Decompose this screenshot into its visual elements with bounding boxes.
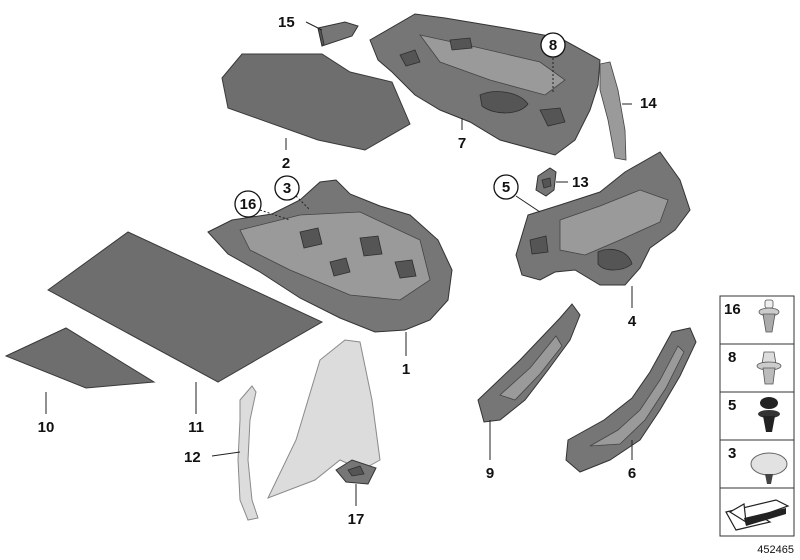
callout-1: 1: [402, 361, 410, 378]
legend-cell-5: [719, 391, 795, 441]
callout-14: 14: [640, 95, 657, 112]
callout-5: 5: [502, 179, 510, 196]
callout-17: 17: [348, 511, 365, 528]
part-6: [565, 327, 697, 473]
callout-5-ring: [493, 174, 519, 200]
fastener-legend: 16 8 5 3: [719, 295, 795, 537]
callout-10: 10: [38, 419, 55, 436]
callout-15: 15: [278, 14, 295, 31]
part-10: [4, 327, 156, 389]
part-11: [47, 231, 324, 383]
expanding-rivet-icon: [756, 351, 782, 385]
callout-2: 2: [282, 155, 290, 172]
callout-3: 3: [283, 180, 291, 197]
arrow-icon: [725, 499, 790, 531]
round-clip-icon: [750, 452, 788, 484]
callout-7: 7: [458, 135, 466, 152]
part-13: [535, 167, 557, 197]
part-15: [317, 21, 359, 47]
leader-lines: [45, 21, 633, 506]
part-12: [237, 385, 259, 521]
callout-6: 6: [628, 465, 636, 482]
callout-13: 13: [572, 174, 589, 191]
callouts: 15 8 14 2 7 3 16 5 13 4 1 10 11 12 17 9 …: [38, 14, 658, 528]
callout-12: 12: [184, 449, 201, 466]
callout-3-ring: [274, 175, 300, 201]
part-1: [207, 179, 453, 333]
legend-label-16: 16: [724, 301, 741, 318]
callout-4: 4: [628, 313, 637, 330]
callout-11: 11: [188, 419, 204, 436]
legend-label-8: 8: [728, 349, 736, 366]
trim-panel: [267, 339, 381, 499]
legend-cell-16: [719, 295, 795, 345]
part-14: [599, 61, 627, 161]
callout-8-ring: [540, 32, 566, 58]
part-4: [515, 151, 691, 286]
legend-label-5: 5: [728, 397, 736, 414]
plug-clip-icon: [758, 397, 780, 432]
callout-16: 16: [240, 196, 257, 213]
part-7: [369, 13, 601, 156]
callout-16-ring: [234, 190, 262, 218]
part-9: [477, 303, 581, 423]
callout-9: 9: [486, 465, 494, 482]
part-17: [335, 459, 377, 485]
part-2: [221, 53, 411, 151]
legend-cell-8: [719, 343, 795, 393]
push-rivet-icon: [758, 299, 780, 333]
callout-8: 8: [549, 37, 557, 54]
diagram-number: 452465: [757, 544, 794, 556]
legend-label-3: 3: [728, 445, 736, 462]
